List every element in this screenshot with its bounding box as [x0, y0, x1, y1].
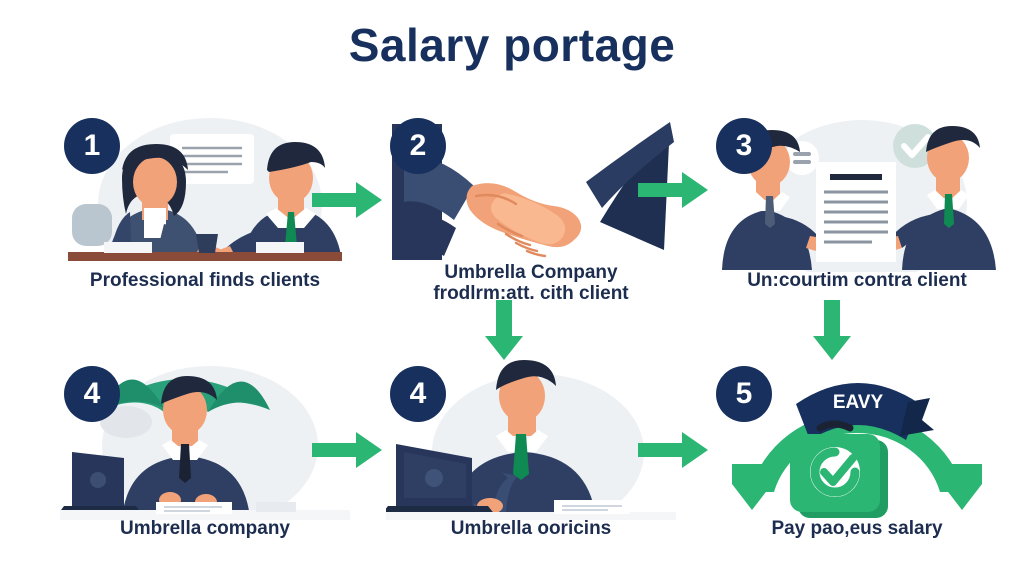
illustration-umbrella-over-worker: [60, 360, 350, 520]
arrow-step2-to-step3: [638, 172, 708, 208]
step-caption-3: Un:courtim contra client: [747, 270, 967, 291]
step-caption-2-line2: frodlrm:att. cith client: [433, 283, 629, 305]
step-panel-2: 2 Umbrella Company frodlrm:att. cith cli…: [386, 112, 676, 317]
step-badge-4: 4: [64, 366, 120, 422]
illustration-worker-at-laptop: [386, 360, 676, 520]
step-panel-4: 4 Umbrella company: [60, 360, 350, 565]
step-panel-1: 1 Professional finds clients: [60, 112, 350, 317]
step-panel-5: 4 Umbrella ooricins: [386, 360, 676, 565]
arrow-step2-to-step5: [484, 300, 524, 360]
step-caption-2-line1: Umbrella Company: [444, 262, 618, 283]
step-caption-2: Umbrella Company frodlrm:att. cith clien…: [386, 262, 676, 305]
illustration-briefcase-with-arrows: EAVY: [712, 360, 1002, 520]
illustration-professional-finds-clients: [60, 112, 350, 272]
illustration-contract-handover: [712, 112, 1002, 272]
step-badge-2: 2: [390, 118, 446, 174]
arrow-step5-to-step6: [638, 432, 708, 468]
arrow-step1-to-step2: [312, 182, 382, 218]
step-caption-5: Umbrella ooricins: [450, 518, 612, 539]
arrow-step3-to-step6: [812, 300, 852, 360]
page-title: Salary portage: [348, 19, 676, 71]
step-panel-6: EAVY 5 Pay pao,eus salary: [712, 360, 1002, 565]
step-caption-6: Pay pao,eus salary: [771, 518, 943, 539]
step-caption-4: Umbrella company: [120, 518, 290, 539]
step-badge-5: 4: [390, 366, 446, 422]
arrow-step4-to-step5: [312, 432, 382, 468]
step-badge-3: 3: [716, 118, 772, 174]
step-caption-1: Professional finds clients: [89, 270, 321, 291]
step-badge-6: 5: [716, 366, 772, 422]
step-badge-1: 1: [64, 118, 120, 174]
step-panel-3: 3 Un:courtim contra client: [712, 112, 1002, 317]
ribbon-label-text: EAVY: [833, 392, 884, 413]
